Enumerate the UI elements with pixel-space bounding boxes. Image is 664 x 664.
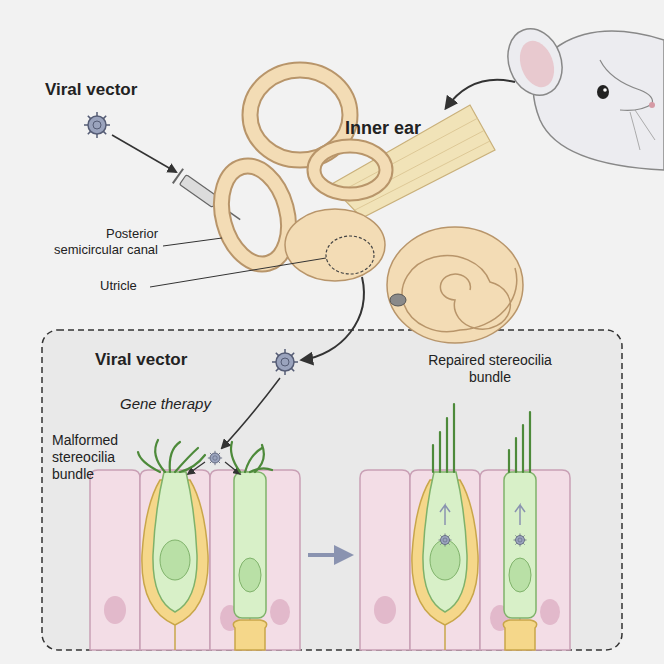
- part-label: Utricle: [100, 278, 160, 294]
- state-label: Repaired stereocilia bundle: [420, 352, 560, 386]
- vector-label: Viral vector: [45, 80, 175, 100]
- organ-label: Inner ear: [345, 118, 455, 140]
- vector-label: Viral vector: [95, 350, 225, 370]
- part-label: Posterior semicircular canal: [40, 226, 158, 257]
- process-label: Gene therapy: [120, 395, 230, 413]
- state-label: Malformed stereocilia bundle: [52, 432, 142, 482]
